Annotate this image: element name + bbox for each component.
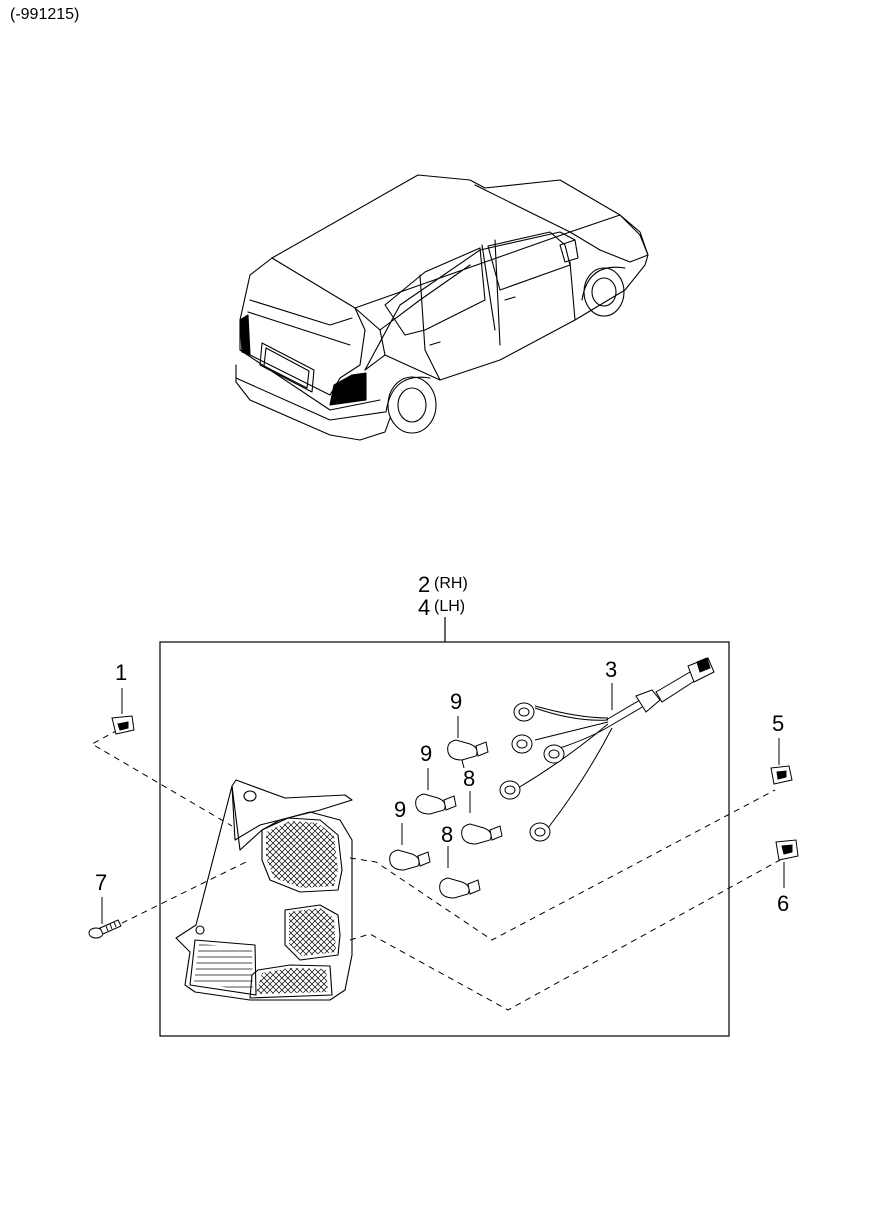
bulb-9-mid [415, 793, 457, 815]
leader-lines [101, 683, 785, 924]
callout-9-mid: 9 [420, 741, 433, 766]
screw-part-7 [88, 919, 122, 939]
rh-label: (RH) [434, 575, 468, 592]
bulbs [389, 739, 503, 899]
clip-part-6 [775, 839, 799, 861]
clip-part-1 [111, 715, 135, 735]
dashed-guides [90, 729, 781, 1011]
lh-label: (LH) [434, 598, 466, 615]
lh-part-number: 4 [418, 595, 431, 620]
minivan-rear-view [235, 174, 649, 441]
rh-part-number: 2 [418, 572, 431, 597]
callout-9-low: 9 [394, 797, 407, 822]
bulb-9-low [389, 849, 431, 871]
bulb-sockets [499, 702, 565, 842]
callout-9-top: 9 [450, 689, 463, 714]
assembly-frame [159, 617, 730, 1037]
lamp-lens-meshes [194, 821, 338, 994]
callout-8-upper: 8 [463, 766, 476, 791]
catalog-code: (-991215) [10, 6, 80, 23]
bulb-9-top [447, 739, 489, 769]
bulb-8-lower [439, 877, 481, 899]
callout-3: 3 [605, 657, 618, 682]
callout-8-lower: 8 [441, 822, 454, 847]
clip-part-5 [770, 765, 793, 785]
callout-7: 7 [95, 870, 108, 895]
callout-1: 1 [115, 660, 128, 685]
wiring-harness-part-3 [517, 657, 715, 829]
callout-5: 5 [772, 711, 785, 736]
bulb-8-upper [461, 823, 503, 845]
callout-6: 6 [777, 891, 790, 916]
